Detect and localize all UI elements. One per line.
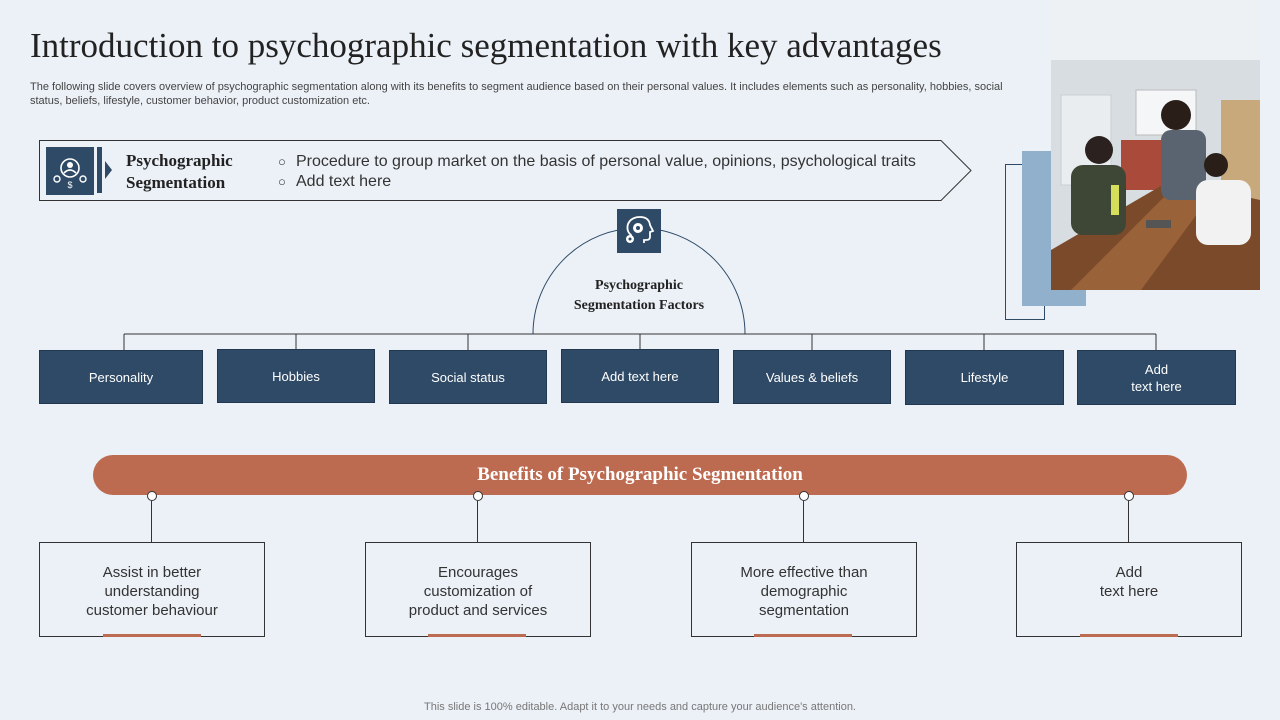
definition-bullets: Procedure to group market on the basis o… [278, 152, 916, 192]
footer-note: This slide is 100% editable. Adapt it to… [424, 701, 856, 713]
factor-values-beliefs: Values & beliefs [733, 350, 891, 404]
benefit-card: Encourages customization of product and … [365, 542, 591, 637]
benefit-accent-underline [1080, 634, 1178, 637]
definition-label: Psychographic Segmentation [126, 150, 233, 194]
definition-label-line1: Psychographic [126, 151, 233, 170]
benefit-connector-dot [473, 491, 483, 501]
photo-accent-bar-bottom [1022, 290, 1086, 306]
factor-social-status: Social status [389, 350, 547, 404]
benefit-card: More effective than demographic segmenta… [691, 542, 917, 637]
benefit-accent-underline [428, 634, 526, 637]
definition-label-line2: Segmentation [126, 173, 226, 192]
benefit-connector [477, 501, 478, 543]
benefit-connector [151, 501, 152, 543]
factors-title: Psychographic Segmentation Factors [545, 276, 733, 316]
page-subtitle: The following slide covers overview of p… [30, 81, 1003, 107]
photo-accent-bar [1022, 151, 1051, 306]
benefit-connector-dot [147, 491, 157, 501]
factors-title-line2: Segmentation Factors [573, 298, 705, 313]
factor-add-text-2: Add text here [1077, 350, 1236, 405]
factor-personality: Personality [39, 350, 203, 404]
icon-divider-bar [97, 147, 102, 193]
benefit-connector [803, 501, 804, 543]
page-title: Introduction to psychographic segmentati… [30, 26, 942, 65]
benefit-connector [1128, 501, 1129, 543]
factors-title-line1: Psychographic [595, 278, 683, 293]
definition-bullet: Procedure to group market on the basis o… [278, 152, 916, 172]
chevron-right-icon [105, 161, 112, 179]
meeting-photo [1051, 0, 1260, 290]
factor-add-text: Add text here [561, 349, 719, 403]
definition-bullet: Add text here [278, 172, 916, 192]
head-gears-icon [617, 209, 661, 253]
benefit-card: Assist in better understanding customer … [39, 542, 265, 637]
benefits-banner: Benefits of Psychographic Segmentation [93, 455, 1187, 495]
benefit-accent-underline [754, 634, 852, 637]
benefit-card: Add text here [1016, 542, 1242, 637]
benefit-accent-underline [103, 634, 201, 637]
factor-hobbies: Hobbies [217, 349, 375, 403]
svg-text:$: $ [67, 180, 72, 190]
factor-lifestyle: Lifestyle [905, 350, 1064, 405]
money-people-icon: $ [46, 147, 94, 195]
benefit-connector-dot [1124, 491, 1134, 501]
benefit-connector-dot [799, 491, 809, 501]
